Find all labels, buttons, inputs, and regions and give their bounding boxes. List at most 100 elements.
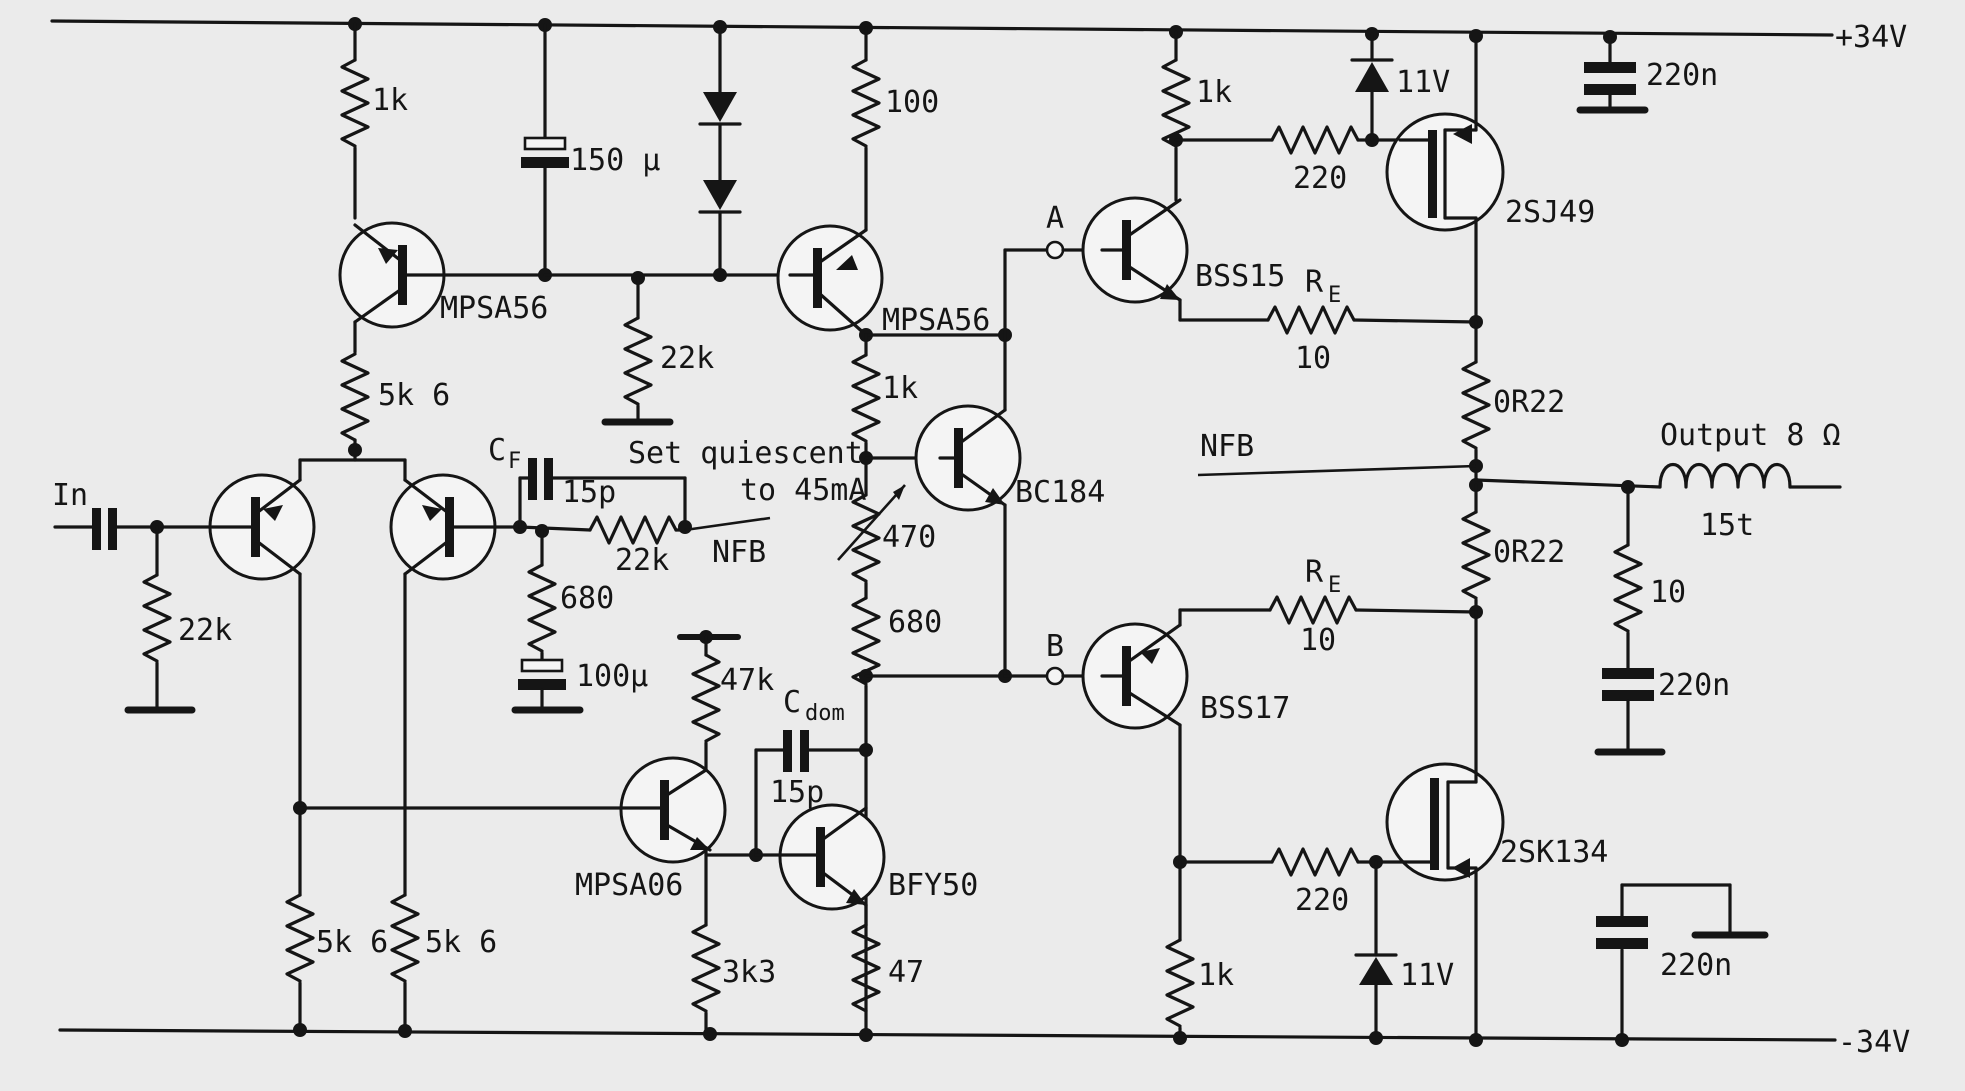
r-re-bottom: R E 10 [1178,555,1478,658]
q-mpsa56-left: MPSA56 [338,221,548,329]
q-mpsa56-right-label: MPSA56 [882,303,990,338]
test-point-b-label: B [1046,629,1064,664]
r-22k-nfb-label: 22k [615,543,669,578]
negative-rail: -34V [58,1025,1910,1060]
cf-sub-label: F [508,449,521,474]
r-0r22-top: 0R22 [1461,320,1565,482]
cdom-label: C [783,685,801,720]
q-2sk134-label: 2SK134 [1500,835,1608,870]
q-mpsa56-left-label: MPSA56 [440,291,548,326]
c-100u-label: 100µ [576,659,648,694]
positive-rail-label: +34V [1835,20,1907,55]
r-220-top-label: 220 [1293,161,1347,196]
r-1k-top-label: 1k [372,83,408,118]
q-2sk134: 2SK134 [1374,610,1608,1047]
c-220n-top-label: 220n [1646,58,1718,93]
output-node [1469,478,1662,494]
r-1k-bss15-label: 1k [1196,75,1232,110]
q-2sj49: 2SJ49 [1385,29,1595,327]
r-1k-top: 1k [340,17,408,220]
bias-diodes [698,20,742,282]
r-100: 100 [851,21,939,232]
r-22k-bias-label: 22k [660,341,714,376]
q-mpsa06-label: MPSA06 [575,868,683,903]
q-2sj49-label: 2SJ49 [1505,195,1595,230]
zener-bottom: 11V [1354,860,1454,1045]
zener-top-label: 11V [1396,65,1450,100]
r-47k-label: 47k [720,663,774,698]
q-mpsa56-right: MPSA56 [776,224,990,338]
input-label: In [52,478,88,513]
r-0r22-top-label: 0R22 [1493,385,1565,420]
c-220n-top: 220n [1576,30,1718,114]
nfb-line: NFB [1197,429,1477,477]
zobel-network: 10 220n [1594,485,1730,756]
re-top-symbol: R [1305,265,1324,300]
positive-rail: +34V [50,19,1907,55]
annotation-line2: to 45mA [740,473,866,508]
r-1k-bss17: 1k [1165,860,1234,1045]
vbe-multiplier: 1k 470 680 Set quiescent to 45mA [628,333,1012,1037]
annotation-line1: Set quiescent [628,436,863,471]
q-bss15: BSS15 [1081,196,1285,304]
q-bfy50: BFY50 [754,803,978,927]
input-network: In 22k [52,478,232,714]
c-150u: 150 µ [521,18,660,282]
r-47: 47 [851,923,924,1042]
r-5k6-right-label: 5k 6 [425,925,497,960]
re-bottom-symbol-sub: E [1328,573,1341,598]
r-100-label: 100 [885,85,939,120]
nfb-label-right: NFB [1200,429,1254,464]
output-label: Output 8 Ω [1660,418,1841,453]
r-1k-bss15: 1k [1161,25,1232,202]
zener-top: 11V [1350,27,1450,142]
q-input-left [208,473,316,581]
r-680-fb-label: 680 [560,581,614,616]
r-zobel-label: 10 [1650,575,1686,610]
q-bss17-label: BSS17 [1200,691,1290,726]
c-220n-zobel-label: 220n [1658,668,1730,703]
tail-network: 5k 6 [298,320,450,482]
c-220n-bottom: 220n [1596,883,1769,1047]
r-22k-input-label: 22k [178,613,232,648]
r-5k6-tail-label: 5k 6 [378,378,450,413]
q-bc184-label: BC184 [1015,475,1105,510]
r-3k3: 3k3 [691,923,776,1041]
q-bss15-label: BSS15 [1195,259,1285,294]
q-bfy50-label: BFY50 [888,868,978,903]
zener-bottom-label: 11V [1400,958,1454,993]
negative-rail-label: -34V [1838,1025,1910,1060]
nfb-label-left: NFB [712,535,766,570]
r-5k6-left: 5k 6 [285,572,388,1037]
c-cf-value: 15p [562,475,616,510]
r-1k-bss17-label: 1k [1198,958,1234,993]
r-220-bottom: 220 [1173,723,1383,918]
r-5k6-right: 5k 6 [390,572,497,1038]
r-0r22-bottom-label: 0R22 [1493,535,1565,570]
q-bss17: BSS17 [1081,622,1290,730]
r-47-label: 47 [888,955,924,990]
r-5k6-left-label: 5k 6 [316,925,388,960]
test-point-a-label: A [1046,201,1064,236]
c-150u-label: 150 µ [570,143,660,178]
inductor-label: 15t [1700,508,1754,543]
r-re-bottom-label: 10 [1300,623,1336,658]
c-220n-bottom-label: 220n [1660,948,1732,983]
c-cdom-value: 15p [770,775,824,810]
r-470-label: 470 [882,520,936,555]
feedback-network: C F 15p 22k NFB 680 100µ [488,433,771,714]
r-re-top-label: 10 [1295,341,1331,376]
re-bottom-symbol: R [1305,555,1324,590]
cf-label: C [488,433,506,468]
cdom-sub-label: dom [805,701,845,726]
q-mpsa06: MPSA06 [575,756,758,927]
r-0r22-bottom: 0R22 [1461,483,1565,619]
r-22k-bias: 22k [543,271,792,426]
q-input-right [389,473,522,581]
r-220-top: 220 [1174,125,1402,196]
r-3k3-label: 3k3 [722,955,776,990]
re-top-symbol-sub: E [1328,283,1341,308]
c-cdom: C dom 15p [749,685,873,862]
